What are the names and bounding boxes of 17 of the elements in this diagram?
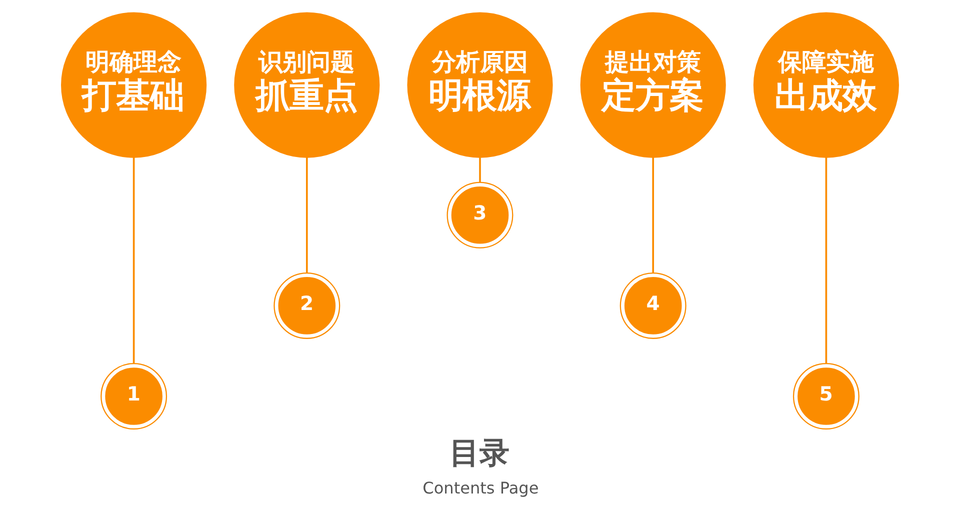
node-circle: 2 — [274, 272, 340, 339]
connector — [825, 157, 828, 364]
caption: Contents Page — [422, 478, 539, 498]
node-circle: 5 — [792, 363, 860, 430]
node-circle: 明确理念 打基础 — [61, 12, 207, 158]
node-circle: 保障实施 出成效 — [753, 12, 899, 158]
connector — [132, 157, 135, 364]
node-circle: 4 — [620, 272, 686, 339]
connector — [652, 157, 654, 273]
diagram-title: 目录 — [450, 436, 510, 472]
node-circle: 识别问题 抓重点 — [234, 12, 380, 158]
connector — [479, 158, 481, 182]
connector — [306, 157, 308, 273]
node-circle: 分析原因 明根源 — [407, 12, 553, 158]
node-circle: 提出对策 定方案 — [580, 12, 726, 158]
node-circle: 1 — [100, 363, 168, 430]
node-circle: 3 — [446, 182, 514, 248]
